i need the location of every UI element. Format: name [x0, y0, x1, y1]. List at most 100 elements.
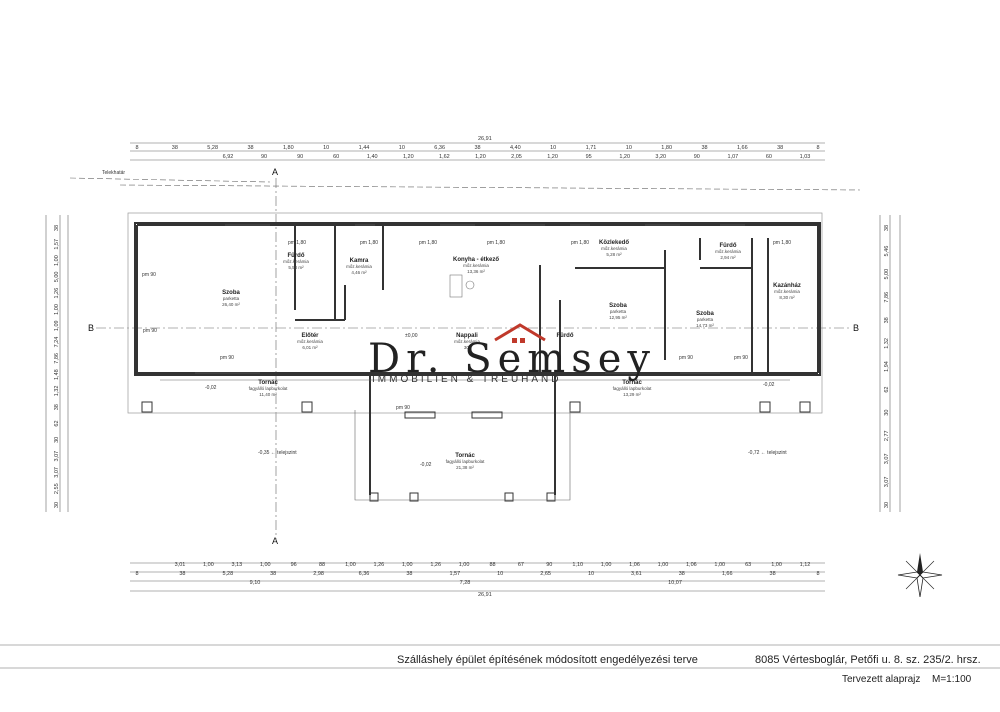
room-floor: mőz.kerámia: [715, 249, 741, 254]
room-floor: mőz.kerámia: [283, 259, 309, 264]
dimension-value: 90: [694, 154, 700, 160]
room-name: Fürdő: [557, 333, 574, 339]
room-area: 4,46 m²: [351, 270, 367, 275]
dimension-value: 1,80: [283, 145, 294, 151]
dimension-value: 30: [54, 437, 60, 443]
room-area: 26,40 m²: [222, 302, 240, 307]
bottom-total-dim: 26,91: [478, 592, 492, 598]
dimension-value: 88: [489, 562, 495, 568]
dimension-value: 30: [884, 502, 890, 508]
dimension-value: 2,55: [54, 483, 60, 494]
level-porch-right: -0,02: [763, 382, 775, 388]
dimension-value: 38: [701, 145, 707, 151]
dimension-value: 10: [626, 145, 632, 151]
levels: -0,35 ← telejszint -0,72 ← telejszint ±0…: [205, 333, 787, 468]
dimension-value: 1,20: [547, 154, 558, 160]
dimension-value: 1,32: [884, 338, 890, 349]
room-name: Fürdő: [720, 243, 737, 249]
level-zero: ±0,00: [405, 333, 418, 339]
dimension-value: 6,36: [434, 145, 445, 151]
room-area: 5,28 m²: [606, 252, 622, 257]
dimension-value: 1,00: [459, 562, 470, 568]
dimension-value: 90: [546, 562, 552, 568]
opening-label: pm 90: [220, 355, 234, 361]
dimension-value: 7,86: [884, 292, 890, 303]
opening-label: pm 90: [734, 355, 748, 361]
dimension-value: 7,24: [54, 337, 60, 348]
dimension-value: 5,28: [222, 571, 233, 577]
dimension-value: 8: [816, 571, 819, 577]
dimension-value: 1,00: [54, 255, 60, 266]
dimension-value: 63: [745, 562, 751, 568]
room-area: 5,58 m²: [288, 265, 304, 270]
right-dimensions: 385,465,007,86381,321,9462302,773,073,07…: [879, 215, 901, 512]
dimension-value: 38: [172, 145, 178, 151]
room-name: Kazánház: [773, 283, 801, 289]
section-a-top: A: [272, 167, 278, 177]
dimension-value: 1,44: [359, 145, 370, 151]
room-floor: mőz.kerámia: [454, 339, 480, 344]
building-walls: [127, 212, 823, 502]
dimension-value: 3,61: [631, 571, 642, 577]
section-markers: A A B B: [88, 167, 859, 546]
dimension-value: 1,10: [572, 562, 583, 568]
dimension-value: 10: [399, 145, 405, 151]
dimension-value: 90: [297, 154, 303, 160]
dimension-value: 95: [586, 154, 592, 160]
dimension-value: 1,20: [403, 154, 414, 160]
opening-label: pm 1,80: [360, 240, 378, 246]
dimension-value: 38: [247, 145, 253, 151]
section-b-left: B: [88, 323, 94, 333]
opening-label: pm 90: [396, 405, 410, 411]
dimension-value: 1,00: [402, 562, 413, 568]
room-area: 14,73 m²: [696, 323, 714, 328]
dimension-value: 1,00: [54, 304, 60, 315]
dimension-value: 1,06: [629, 562, 640, 568]
dimension-value: 1,00: [345, 562, 356, 568]
dimension-value: 67: [518, 562, 524, 568]
room-name: Tornác: [455, 453, 475, 459]
dimension-value: 5,28: [207, 145, 218, 151]
dimension-value: 1,32: [54, 386, 60, 397]
dimension-value: 1,57: [54, 239, 60, 250]
dimension-value: 1,03: [800, 154, 811, 160]
dimension-value: 90: [261, 154, 267, 160]
dimension-value: 30: [54, 502, 60, 508]
dimension-value: 1,66: [737, 145, 748, 151]
dimension-value: 3,07: [54, 451, 60, 462]
room-name: Tornác: [622, 380, 642, 386]
dimension-value: 38: [406, 571, 412, 577]
dimension-value: 10,07: [668, 580, 682, 586]
telekhatar-label: Telekhatár: [102, 170, 125, 176]
dimension-value: 60: [766, 154, 772, 160]
dimension-value: 1,07: [728, 154, 739, 160]
level-left: -0,35 ← telejszint: [258, 450, 297, 456]
dimension-value: 38: [679, 571, 685, 577]
dimension-value: 1,00: [203, 562, 214, 568]
level-porch-mid: -0,02: [420, 462, 432, 468]
dimension-value: 1,26: [430, 562, 441, 568]
dimension-value: 6,36: [359, 571, 370, 577]
dimension-value: 1,94: [884, 361, 890, 372]
dimension-value: 5,00: [884, 269, 890, 280]
dimension-value: 88: [319, 562, 325, 568]
dimension-value: 62: [884, 387, 890, 393]
dimension-value: 7,28: [460, 580, 471, 586]
dimension-value: 3,01: [175, 562, 186, 568]
dimension-value: 38: [179, 571, 185, 577]
dimension-value: 1,06: [686, 562, 697, 568]
dimension-value: 1,00: [714, 562, 725, 568]
room-floor: mőz.kerámia: [463, 263, 489, 268]
room-floor: fagyálló lapburkolat: [613, 386, 653, 391]
project-title: Szálláshely épület építésének módosított…: [397, 654, 698, 666]
room-area: 6,01 m²: [302, 345, 318, 350]
north-arrow-icon: [897, 553, 943, 598]
dimension-value: 38: [884, 317, 890, 323]
dimension-value: 2,98: [313, 571, 324, 577]
dimension-value: 38: [777, 145, 783, 151]
room-area: 30,: [464, 345, 470, 350]
dimension-value: 38: [474, 145, 480, 151]
room-name: Konyha - étkező: [453, 257, 499, 263]
